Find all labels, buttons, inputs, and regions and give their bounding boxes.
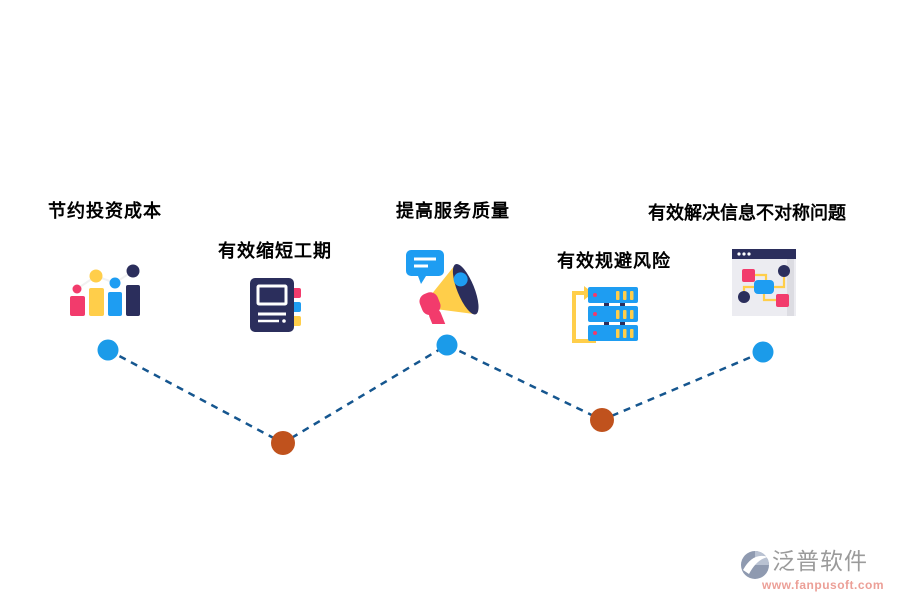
- server-stack-icon: [572, 286, 638, 343]
- watermark-brand: 泛普软件: [772, 548, 868, 574]
- timeline-node-blue: [752, 341, 774, 363]
- benefit-label-avoid-risk: 有效规避风险: [557, 251, 671, 271]
- fanpu-logo-icon: [741, 551, 769, 579]
- bar-chart-icon: [70, 264, 140, 316]
- notebook-icon: [250, 278, 301, 332]
- timeline-node-orange: [271, 431, 295, 455]
- timeline-node-blue: [436, 334, 458, 356]
- watermark: 泛普软件 www.fanpusoft.com: [740, 550, 890, 592]
- browser-flowchart-icon: [732, 249, 796, 316]
- timeline-dashed-line: [107, 343, 764, 445]
- timeline-node-orange: [590, 408, 614, 432]
- megaphone-icon: [406, 250, 479, 324]
- timeline-node-blue: [97, 339, 119, 361]
- benefit-label-shorten-schedule: 有效缩短工期: [218, 241, 332, 261]
- benefit-label-save-cost: 节约投资成本: [48, 201, 162, 221]
- watermark-url: www.fanpusoft.com: [762, 578, 885, 592]
- benefit-label-service-quality: 提高服务质量: [396, 201, 510, 221]
- benefit-label-info-asymmetry: 有效解决信息不对称问题: [648, 203, 846, 223]
